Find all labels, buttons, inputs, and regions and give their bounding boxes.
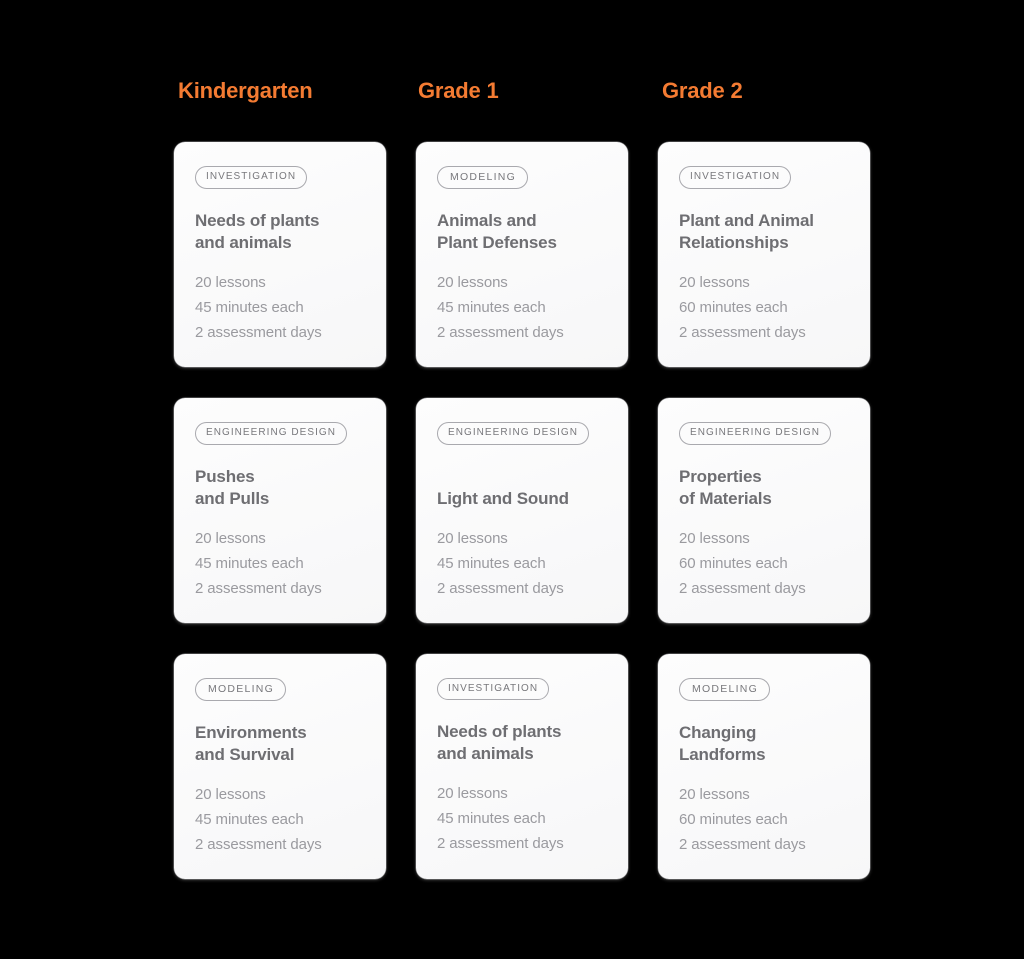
unit-type-badge: ENGINEERING DESIGN <box>679 422 832 445</box>
unit-meta: 20 lessons 45 minutes each 2 assessment da… <box>437 781 607 856</box>
unit-meta-line: 45 minutes each <box>195 554 304 572</box>
unit-type-badge: ENGINEERING DESIGN <box>195 422 348 445</box>
unit-meta-line: 45 minutes each <box>195 810 304 828</box>
unit-type-badge: INVESTIGATION <box>437 677 550 701</box>
unit-meta-line: 60 minutes each <box>679 298 788 316</box>
unit-meta-line: 45 minutes each <box>437 299 546 317</box>
unit-title-line: and Pulls <box>195 488 270 508</box>
unit-meta-line: 20 lessons <box>437 274 508 292</box>
unit-title-line: Plant and Animal <box>679 210 814 230</box>
unit-meta-line: 60 minutes each <box>679 810 788 828</box>
unit-meta-line: 60 minutes each <box>679 554 788 572</box>
unit-title-line: Pushes <box>195 466 255 486</box>
unit-type-badge: INVESTIGATION <box>195 166 308 189</box>
unit-meta-line: 2 assessment days <box>195 323 322 341</box>
unit-meta: 20 lessons 45 minutes each 2 assessment da… <box>437 526 607 601</box>
unit-meta-line: 20 lessons <box>195 785 266 803</box>
unit-meta-line: 2 assessment days <box>195 579 322 597</box>
unit-meta: 20 lessons 45 minutes each 2 assessment da… <box>195 526 365 601</box>
unit-meta-line: 20 lessons <box>679 273 750 291</box>
unit-meta: 20 lessons 60 minutes each 2 assessment da… <box>679 526 849 601</box>
unit-title-line: and Survival <box>195 744 295 764</box>
column-header-row: Kindergarten Grade 1 Grade 2 <box>174 74 874 112</box>
unit-type-badge: MODELING <box>679 677 771 701</box>
unit-type-badge: MODELING <box>437 166 529 190</box>
unit-meta-line: 2 assessment days <box>679 579 806 597</box>
unit-meta-line: 20 lessons <box>437 529 508 547</box>
unit-meta-line: 2 assessment days <box>437 324 564 342</box>
unit-title-line: Needs of plants <box>437 722 562 742</box>
unit-title-line: Environments <box>195 722 307 742</box>
unit-meta: 20 lessons 60 minutes each 2 assessment da… <box>679 782 849 857</box>
unit-meta-line: 2 assessment days <box>679 835 806 853</box>
unit-title-line: and animals <box>195 232 292 252</box>
unit-meta: 20 lessons 60 minutes each 2 assessment da… <box>679 270 849 345</box>
column-header-grade-2: Grade 2 <box>662 78 743 103</box>
unit-card[interactable]: ENGINEERING DESIGN Light and Sound 20 less… <box>416 398 628 623</box>
unit-title-line: of Materials <box>679 488 772 508</box>
unit-meta-line: 20 lessons <box>195 529 266 547</box>
unit-title-line: Landforms <box>679 744 766 764</box>
unit-meta: 20 lessons 45 minutes each 2 assessment da… <box>195 270 365 345</box>
unit-meta-line: 20 lessons <box>195 273 266 291</box>
unit-meta-line: 20 lessons <box>679 529 750 547</box>
unit-meta-line: 45 minutes each <box>437 810 546 828</box>
unit-title-line: Animals and <box>437 211 537 231</box>
unit-meta-line: 2 assessment days <box>437 579 564 597</box>
unit-title-line: Properties <box>679 466 762 486</box>
unit-meta-line: 45 minutes each <box>195 298 304 316</box>
unit-meta-line: 2 assessment days <box>195 835 322 853</box>
unit-meta: 20 lessons 45 minutes each 2 assessment da… <box>195 782 365 857</box>
unit-type-badge: ENGINEERING DESIGN <box>437 422 590 445</box>
unit-meta-line: 20 lessons <box>437 785 508 803</box>
unit-title-line: Relationships <box>679 232 789 252</box>
unit-meta-line: 2 assessment days <box>679 323 806 341</box>
unit-meta: 20 lessons 45 minutes each 2 assessment da… <box>437 270 607 345</box>
unit-title-line: Plant Defenses <box>437 233 557 253</box>
unit-title-line: Light and Sound <box>437 488 569 508</box>
unit-type-badge: MODELING <box>195 677 287 701</box>
unit-meta-line: 20 lessons <box>679 785 750 803</box>
column-header-grade-1: Grade 1 <box>418 78 499 103</box>
unit-meta-line: 2 assessment days <box>437 835 564 853</box>
unit-title: Light and Sound <box>437 466 607 510</box>
unit-title-line: Needs of plants <box>195 210 320 230</box>
unit-meta-line: 45 minutes each <box>437 554 546 572</box>
unit-type-badge: INVESTIGATION <box>679 166 792 189</box>
unit-title-line: Changing <box>679 722 757 742</box>
column-header-kindergarten: Kindergarten <box>178 78 313 103</box>
unit-title-line: and animals <box>437 744 534 764</box>
